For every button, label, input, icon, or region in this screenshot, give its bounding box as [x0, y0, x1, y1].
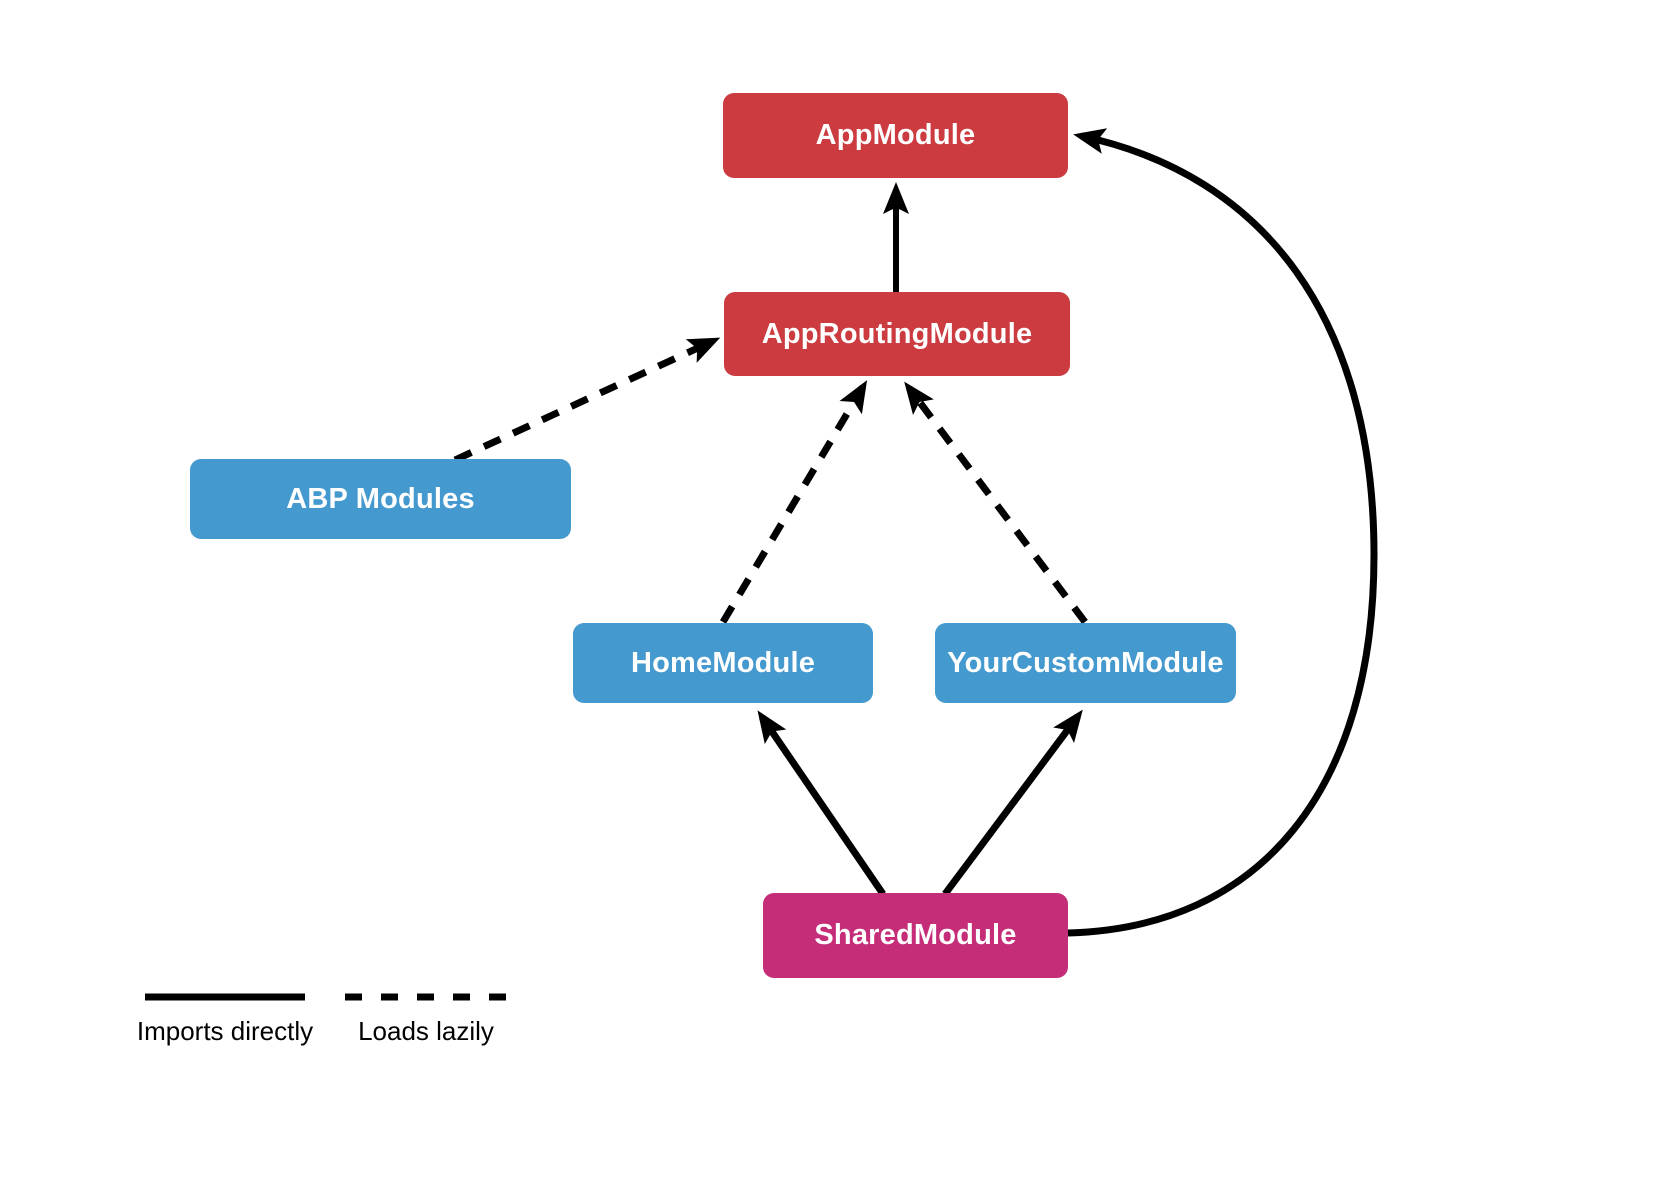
node-approutingmodule: AppRoutingModule	[724, 292, 1070, 376]
edge-sharedmodule-to-homemodule	[757, 710, 886, 896]
legend-dashed-label: Loads lazily	[358, 1016, 494, 1046]
edge-homemodule-to-approutingmodule	[719, 380, 868, 624]
node-approutingmodule-label: AppRoutingModule	[761, 317, 1033, 350]
node-homemodule-label: HomeModule	[630, 646, 816, 679]
node-abpmodules-label: ABP Modules	[286, 482, 475, 515]
node-yourcustommodule: YourCustomModule	[935, 623, 1236, 703]
node-homemodule: HomeModule	[573, 623, 873, 703]
node-sharedmodule-label: SharedModule	[814, 919, 1017, 951]
edge-yourcustommodule-to-approutingmodule	[904, 381, 1088, 625]
node-abpmodules: ABP Modules	[190, 459, 571, 539]
node-yourcustommodule-label: YourCustomModule	[947, 646, 1224, 679]
node-sharedmodule: SharedModule	[763, 893, 1068, 978]
edge-abpmodules-to-approutingmodule	[453, 337, 721, 464]
node-appmodule-label: AppModule	[815, 119, 976, 151]
legend-solid-label: Imports directly	[136, 1016, 314, 1046]
node-appmodule: AppModule	[723, 93, 1068, 178]
edge-sharedmodule-to-yourcustommodule	[942, 709, 1083, 897]
edge-sharedmodule-to-appmodule-curved	[1067, 128, 1378, 937]
